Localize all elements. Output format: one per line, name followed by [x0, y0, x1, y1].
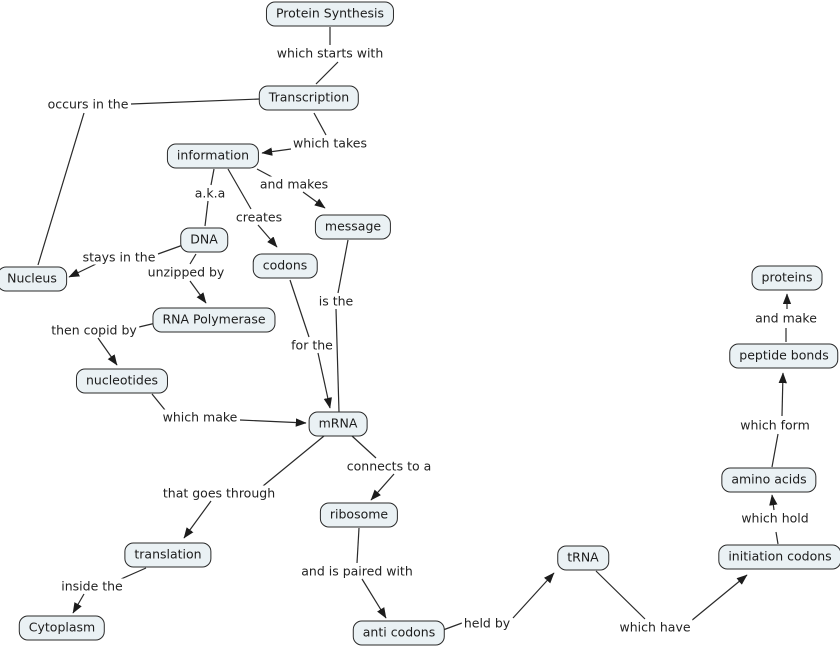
concept-node-codons[interactable]: codons: [252, 253, 318, 279]
connector-line: [157, 244, 184, 255]
connector-arrow-line: [361, 578, 387, 619]
concept-node-protein-synthesis[interactable]: Protein Synthesis: [265, 1, 395, 27]
connector-line: [120, 567, 147, 580]
concept-node-anti-codons[interactable]: anti codons: [352, 620, 446, 646]
linking-phrase-held-by[interactable]: held by: [461, 615, 513, 631]
linking-phrase-which-hold[interactable]: which hold: [739, 510, 811, 526]
linking-phrase-which-have[interactable]: which have: [617, 619, 693, 635]
linking-phrase-connects-to-a[interactable]: connects to a: [344, 458, 434, 474]
concept-node-information[interactable]: information: [166, 143, 260, 169]
connector-arrow-line: [183, 500, 212, 539]
linking-phrase-which-starts-with[interactable]: which starts with: [274, 45, 386, 61]
linking-phrase-is-the[interactable]: is the: [316, 293, 356, 309]
concept-node-amino-acids[interactable]: amino acids: [721, 467, 817, 493]
linking-phrase-and-make[interactable]: and make: [753, 310, 819, 326]
linking-phrase-creates[interactable]: creates: [233, 209, 285, 225]
connector-arrow-line: [261, 147, 292, 156]
connector-arrow-line: [778, 372, 787, 417]
connector-arrow-line: [690, 574, 748, 622]
linking-phrase-unzipped-by[interactable]: unzipped by: [145, 264, 227, 280]
linking-phrase-then-copid-by[interactable]: then copid by: [49, 322, 139, 338]
linking-phrase-and-makes[interactable]: and makes: [257, 176, 331, 192]
connector-line: [771, 433, 779, 468]
connector-line: [335, 308, 340, 413]
connector-line: [130, 98, 261, 105]
connector-arrow-line: [68, 263, 97, 278]
linking-phrase-which-takes[interactable]: which takes: [291, 135, 369, 151]
linking-phrase-and-is-paired-with[interactable]: and is paired with: [299, 563, 415, 579]
concept-node-nucleus[interactable]: Nucleus: [0, 266, 67, 292]
concept-node-nucleotides[interactable]: nucleotides: [75, 368, 169, 394]
connector-line: [151, 393, 166, 411]
connector-line: [442, 622, 463, 631]
connector-arrow-line: [512, 572, 555, 619]
concept-node-message[interactable]: message: [314, 214, 392, 240]
linking-phrase-that-goes-through[interactable]: that goes through: [160, 485, 278, 501]
connector-line: [356, 527, 360, 564]
connector-line: [210, 168, 215, 186]
linking-phrase-which-form[interactable]: which form: [738, 417, 812, 433]
concept-node-initiation-codons[interactable]: initiation codons: [718, 544, 840, 570]
concept-node-mrna[interactable]: mRNA: [308, 411, 368, 437]
connector-line: [256, 168, 273, 178]
connector-arrow-line: [370, 473, 395, 501]
connector-line: [775, 531, 779, 545]
linking-phrase-which-make[interactable]: which make: [160, 409, 240, 425]
connector-arrow-line: [97, 337, 118, 366]
connector-line: [337, 239, 349, 294]
connector-line: [351, 435, 377, 459]
linking-phrase-occurs-in-the[interactable]: occurs in the: [45, 96, 131, 112]
linking-phrase-for-the[interactable]: for the: [289, 337, 335, 353]
connector-line: [595, 570, 646, 620]
linking-phrase-inside-the[interactable]: inside the: [59, 578, 125, 594]
connector-line: [227, 168, 252, 210]
connector-line: [262, 435, 325, 487]
concept-node-cytoplasm[interactable]: Cytoplasm: [18, 615, 106, 641]
connector-arrow-line: [72, 593, 85, 614]
concept-node-rna-polymerase[interactable]: RNA Polymerase: [152, 307, 276, 333]
concept-node-proteins[interactable]: proteins: [751, 265, 823, 291]
connector-line: [204, 200, 209, 227]
connector-arrow-line: [189, 280, 207, 304]
connector-line: [189, 253, 197, 265]
connector-line: [37, 112, 85, 266]
connector-arrow-line: [239, 418, 307, 427]
connector-arrow-line: [257, 224, 278, 248]
linking-phrase-stays-in-the[interactable]: stays in the: [80, 249, 158, 265]
concept-node-trna[interactable]: tRNA: [557, 545, 609, 571]
concept-node-translation[interactable]: translation: [124, 542, 212, 568]
connector-line: [315, 61, 339, 85]
connector-line: [289, 279, 310, 338]
concept-node-ribosome[interactable]: ribosome: [319, 502, 399, 528]
concept-node-peptide-bonds[interactable]: peptide bonds: [729, 343, 839, 369]
concept-node-transcription[interactable]: Transcription: [258, 85, 360, 111]
linking-phrase-aka[interactable]: a.k.a: [192, 185, 228, 201]
connector-line: [313, 112, 327, 136]
connector-arrow-line: [317, 352, 332, 409]
concept-node-dna[interactable]: DNA: [180, 227, 228, 253]
connector-arrow-line: [302, 191, 326, 209]
connector-arrow-line: [769, 494, 778, 511]
